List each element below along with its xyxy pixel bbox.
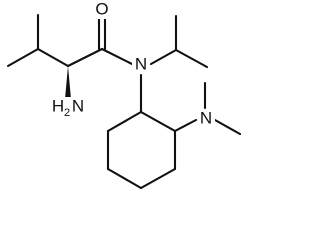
amide-nitrogen-label: N [135, 54, 147, 73]
bond-isopropyl-methyl-right [174, 48, 209, 69]
ring-bond-1 [139, 110, 177, 133]
dimethylamino-nitrogen-label: N [200, 108, 212, 127]
ring-bond-4 [106, 167, 143, 190]
bond-ring-to-dimethylamino-n [173, 118, 198, 133]
amine-group-n-label: N [72, 96, 84, 115]
dimethylamino-nitrogen-label-bg [197, 110, 215, 128]
stereo-wedge-bond [65, 66, 71, 99]
bond-methyl-left [6, 47, 40, 68]
amine-group-label-bg [53, 97, 87, 117]
ring-bond-3 [139, 167, 177, 190]
bond-dimethylamino-methyl-right [213, 118, 242, 136]
oxygen-label-bg [93, 1, 111, 19]
amine-group-subscript-label: 2 [64, 107, 70, 119]
bond-carbonyl-to-amide-n [100, 47, 134, 66]
chemical-structure-diagram: O N H 2 N N [6, 0, 242, 190]
oxygen-label: O [95, 0, 108, 18]
bond-alpha-to-carbonyl [66, 47, 104, 68]
atom-label-layer: O N H 2 N N [52, 0, 215, 128]
bond-isopropyl-to-alpha [36, 47, 70, 68]
amide-nitrogen-label-bg [132, 56, 150, 74]
amine-group-h-label: H [52, 96, 64, 115]
bond-amide-n-to-isopropyl [149, 48, 178, 66]
bond-layer [6, 13, 242, 190]
ring-bond-6 [106, 110, 143, 133]
